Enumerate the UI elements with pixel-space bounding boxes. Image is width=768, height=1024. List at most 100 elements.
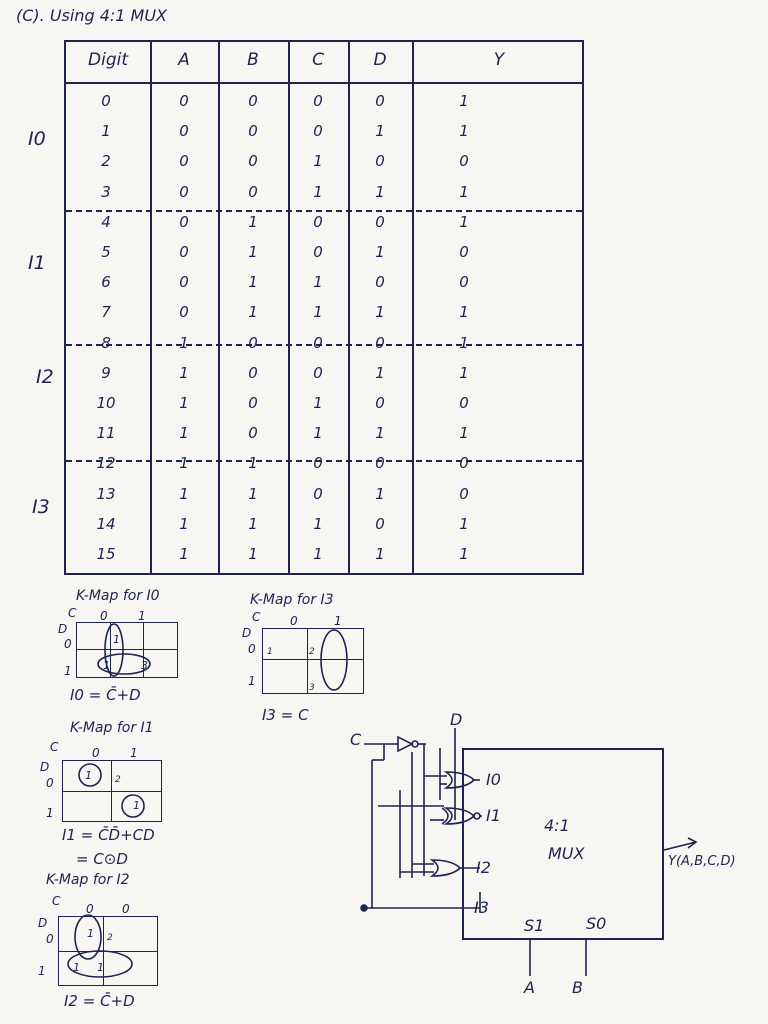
table-cell: 0 (248, 182, 258, 201)
mux-select-s0: S0 (586, 914, 607, 933)
kmap-i0-col-0: 0 (100, 609, 108, 623)
kmap-group-loop (97, 653, 151, 675)
table-cell: 1 (248, 212, 258, 231)
mux-label-ratio: 4:1 (544, 816, 570, 835)
table-cell: 1 (459, 182, 469, 201)
kmap-i0-cell: 1 (113, 633, 120, 646)
column-divider (348, 42, 350, 573)
column-divider (150, 42, 152, 573)
mux-input-i2: I2 (476, 858, 491, 877)
kmap-i0-equation: I0 = C̄+D (70, 686, 141, 704)
page-title: (C). Using 4:1 MUX (16, 6, 168, 25)
kmap-i1-row-1: 1 (46, 806, 54, 820)
kmap-i1-equation-1: I1 = C̄D̄+CD (62, 826, 155, 844)
table-cell: 1 (459, 122, 469, 141)
table-cell: 1 (375, 303, 385, 322)
table-cell: 0 (248, 92, 258, 110)
kmap-i1-grid: 1 2 1 (62, 760, 162, 822)
kmap-i0-title: K-Map for I0 (76, 588, 160, 604)
group-label-i2: I2 (36, 366, 54, 388)
kmap-i1-col-var: C (50, 740, 59, 754)
kmap-i2-row-var: D (38, 916, 48, 930)
table-cell: 0 (459, 484, 469, 503)
kmap-divider (77, 649, 177, 650)
table-cell: 0 (459, 273, 469, 292)
table-cell: 1 (375, 243, 385, 261)
table-cell: 1 (179, 363, 189, 382)
table-cell: 13 (96, 484, 116, 503)
header-d: D (373, 50, 387, 70)
header-y: Y (493, 50, 505, 70)
table-cell: 1 (459, 212, 469, 231)
kmap-divider (143, 623, 144, 677)
kmap-group-loop (78, 763, 102, 787)
table-cell: 1 (179, 394, 189, 412)
kmap-i2-col-1: 0 (122, 902, 130, 916)
mux-input-var-d: D (450, 710, 463, 729)
table-cell: 0 (248, 152, 258, 171)
kmap-divider (307, 629, 308, 693)
or-gate (429, 859, 462, 877)
table-cell: 0 (313, 333, 323, 352)
kmap-i3-row-var: D (242, 626, 252, 640)
kmap-i1-cell: 2 (115, 775, 121, 785)
table-cell: 1 (375, 182, 385, 201)
kmap-i0-row-0: 0 (64, 637, 72, 651)
kmap-i2-cell: 1 (87, 927, 94, 940)
table-cell: 1 (248, 545, 258, 563)
table-cell: 5 (101, 243, 111, 261)
kmap-i3-col-var: C (252, 610, 261, 624)
group-separator (66, 210, 582, 212)
kmap-i0-row-1: 1 (64, 664, 72, 678)
table-cell: 1 (179, 514, 189, 533)
kmap-i1-title: K-Map for I1 (70, 720, 154, 736)
table-cell: 1 (375, 545, 385, 563)
table-cell: 1 (459, 545, 469, 563)
table-cell: 0 (313, 122, 323, 141)
mux-label-name: MUX (548, 844, 585, 863)
table-cell: 0 (375, 92, 385, 110)
table-cell: 1 (459, 514, 469, 533)
column-divider (412, 42, 414, 573)
column-divider (288, 42, 290, 573)
table-cell: 9 (101, 363, 111, 382)
mux-select-var-b: B (572, 978, 583, 997)
table-cell: 1 (313, 303, 323, 322)
kmap-i1-col-0: 0 (92, 746, 100, 760)
table-cell: 1 (179, 484, 189, 503)
kmap-i3-cell: 2 (309, 647, 315, 657)
group-label-i3: I3 (32, 496, 50, 518)
table-cell: 10 (96, 394, 116, 412)
table-cell: 1 (248, 454, 258, 473)
table-cell: 4 (101, 212, 111, 231)
table-cell: 0 (459, 152, 469, 171)
table-cell: 1 (248, 243, 258, 261)
mux-output-label: Y(A,B,C,D) (668, 854, 736, 869)
table-cell: 0 (248, 424, 258, 443)
table-cell: 0 (248, 363, 258, 382)
table-cell: 1 (459, 363, 469, 382)
table-cell: 0 (179, 212, 189, 231)
kmap-i2-col-var: C (52, 894, 61, 908)
table-cell: 0 (313, 243, 323, 261)
table-cell: 0 (459, 243, 469, 261)
kmap-i0-col-var: C (68, 606, 77, 620)
table-cell: 3 (101, 182, 111, 201)
kmap-i1-row-var: D (40, 760, 50, 774)
table-cell: 1 (459, 333, 469, 352)
header-digit: Digit (88, 50, 128, 70)
table-cell: 1 (313, 182, 323, 201)
table-cell: 1 (313, 424, 323, 443)
table-cell: 0 (179, 303, 189, 322)
kmap-i1-row-0: 0 (46, 776, 54, 790)
table-cell: 0 (459, 394, 469, 412)
table-cell: 1 (179, 545, 189, 563)
mux-input-var-c: C (350, 730, 362, 749)
table-cell: 0 (179, 243, 189, 261)
header-b: B (247, 50, 259, 70)
table-cell: 0 (375, 454, 385, 473)
table-cell: 1 (313, 514, 323, 533)
group-label-i1: I1 (28, 252, 46, 274)
kmap-i2-row-0: 0 (46, 932, 54, 946)
